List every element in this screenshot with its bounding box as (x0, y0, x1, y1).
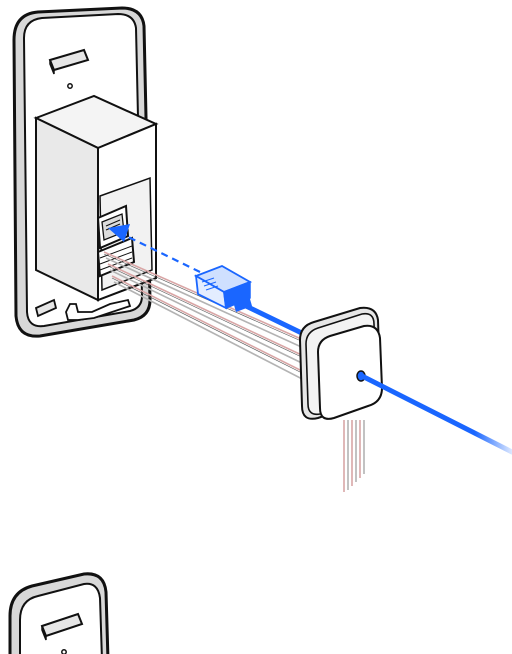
insertion-arrow (108, 224, 201, 273)
step-1-illustration (12, 6, 512, 494)
wire-bundle (103, 251, 309, 383)
top-mounting-slot (48, 48, 90, 75)
network-cable-long (359, 373, 512, 455)
step-2-illustration (8, 572, 110, 654)
screw-hole (67, 83, 73, 89)
step-2-mounting-slot (40, 612, 84, 641)
reader-back-housing (33, 94, 159, 302)
wall-gland (298, 306, 384, 420)
bottom-mounting-slot (34, 298, 58, 318)
rj45-plug (193, 265, 253, 312)
wall-wires (341, 420, 365, 494)
bottom-notch (65, 298, 132, 321)
